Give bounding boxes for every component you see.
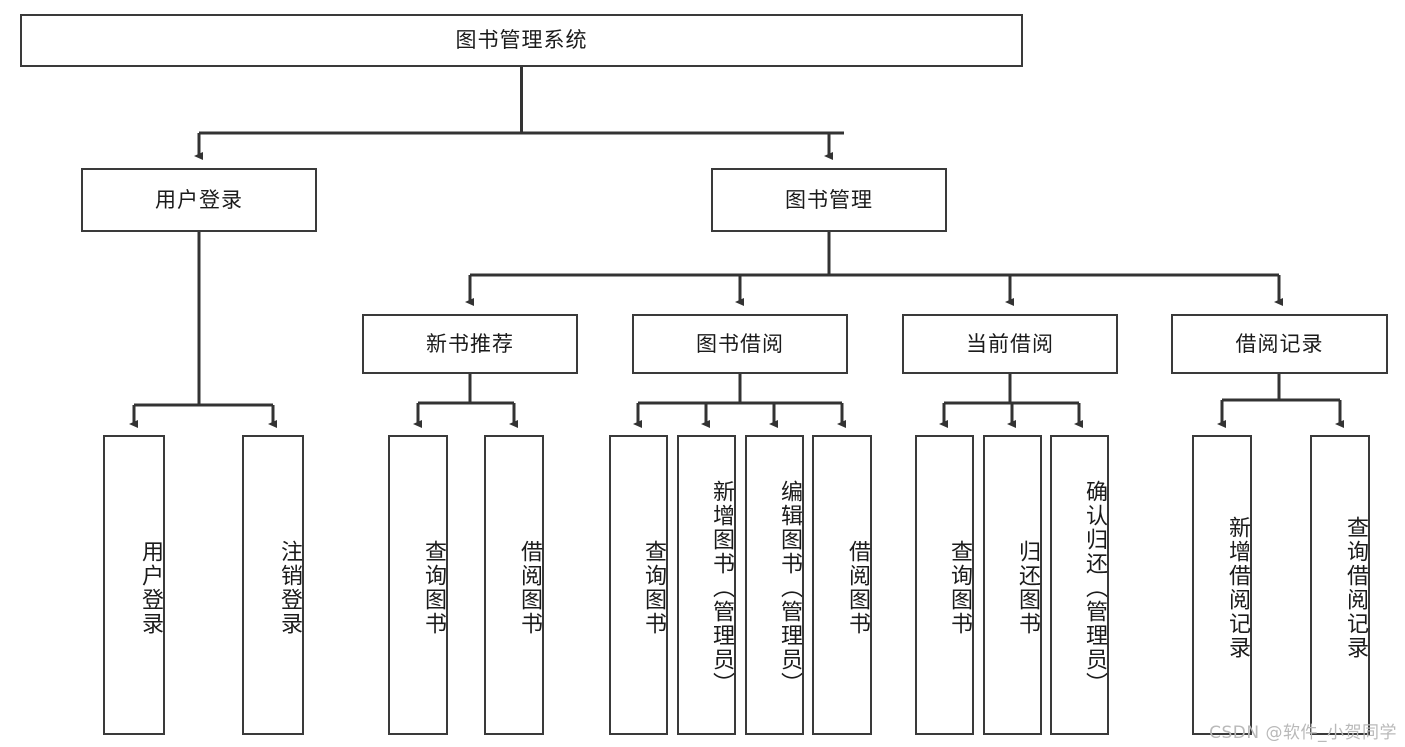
node-leaf-query-book-2-label: 查询图书 <box>641 540 666 636</box>
node-leaf-logout-label: 注销登录 <box>277 540 302 636</box>
node-book-manage[interactable]: 图书管理 <box>711 168 947 232</box>
node-leaf-edit-book-label: 编辑图书（管理员） <box>777 480 802 696</box>
node-current-borrow[interactable]: 当前借阅 <box>902 314 1118 374</box>
node-leaf-query-record[interactable]: 查询借阅记录 <box>1310 435 1370 735</box>
node-leaf-add-record[interactable]: 新增借阅记录 <box>1192 435 1252 735</box>
node-borrow-record[interactable]: 借阅记录 <box>1171 314 1388 374</box>
node-leaf-borrow-book-2-label: 借阅图书 <box>845 540 870 636</box>
node-borrow-record-label: 借阅记录 <box>1235 331 1324 356</box>
node-leaf-add-book-label: 新增图书（管理员） <box>709 480 734 696</box>
node-book-manage-label: 图书管理 <box>785 187 873 212</box>
node-leaf-query-book-1[interactable]: 查询图书 <box>388 435 448 735</box>
node-new-book-rec[interactable]: 新书推荐 <box>362 314 578 374</box>
node-root-label: 图书管理系统 <box>455 28 588 52</box>
node-leaf-query-record-label: 查询借阅记录 <box>1343 516 1368 660</box>
node-leaf-borrow-book-1[interactable]: 借阅图书 <box>484 435 544 735</box>
node-leaf-borrow-book-2[interactable]: 借阅图书 <box>812 435 872 735</box>
node-leaf-confirm-return-label: 确认归还（管理员） <box>1082 480 1107 696</box>
node-new-book-rec-label: 新书推荐 <box>426 331 514 356</box>
node-leaf-edit-book[interactable]: 编辑图书（管理员） <box>745 435 804 735</box>
node-leaf-return-book[interactable]: 归还图书 <box>983 435 1042 735</box>
node-user-login[interactable]: 用户登录 <box>81 168 317 232</box>
node-leaf-query-book-2[interactable]: 查询图书 <box>609 435 668 735</box>
node-leaf-add-book[interactable]: 新增图书（管理员） <box>677 435 736 735</box>
node-leaf-return-book-label: 归还图书 <box>1015 540 1040 636</box>
node-leaf-confirm-return[interactable]: 确认归还（管理员） <box>1050 435 1109 735</box>
node-leaf-borrow-book-1-label: 借阅图书 <box>517 540 542 636</box>
node-book-borrow-label: 图书借阅 <box>696 331 784 356</box>
node-leaf-add-record-label: 新增借阅记录 <box>1225 516 1250 660</box>
node-user-login-label: 用户登录 <box>155 187 243 212</box>
node-leaf-logout[interactable]: 注销登录 <box>242 435 304 735</box>
node-leaf-query-book-3-label: 查询图书 <box>947 540 972 636</box>
csdn-watermark: CSDN @软件_小贺同学 <box>1209 723 1397 743</box>
node-leaf-user-login-label: 用户登录 <box>138 540 163 636</box>
node-leaf-query-book-3[interactable]: 查询图书 <box>915 435 974 735</box>
node-root[interactable]: 图书管理系统 <box>20 14 1023 67</box>
node-leaf-query-book-1-label: 查询图书 <box>421 540 446 636</box>
node-book-borrow[interactable]: 图书借阅 <box>632 314 848 374</box>
node-leaf-user-login[interactable]: 用户登录 <box>103 435 165 735</box>
node-current-borrow-label: 当前借阅 <box>966 331 1054 356</box>
